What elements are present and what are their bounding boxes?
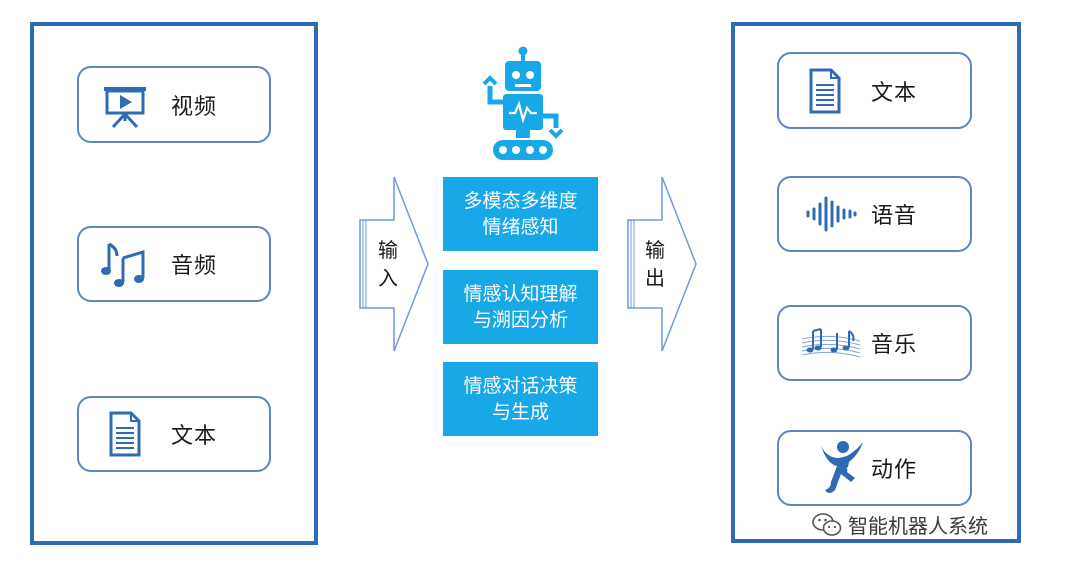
module-line: 多模态多维度: [463, 190, 578, 212]
input-item-text: 文本: [77, 396, 271, 472]
sound-wave-icon: [805, 189, 857, 239]
output-item-action: 动作: [777, 430, 972, 506]
module-box-perception: 多模态多维度 情绪感知: [443, 177, 598, 251]
video-presentation-icon: [101, 80, 149, 130]
output-item-label: 动作: [871, 458, 918, 483]
input-item-label: 文本: [171, 424, 218, 449]
output-item-text: 文本: [777, 52, 972, 129]
input-item-label: 视频: [171, 94, 218, 120]
input-item-label: 音频: [171, 254, 218, 279]
output-item-label: 文本: [871, 80, 918, 106]
output-arrow-label: 输出: [645, 238, 665, 290]
wechat-icon: [812, 512, 842, 536]
module-line: 情绪感知: [482, 216, 559, 238]
module-line: 与溯因分析: [472, 309, 568, 331]
input-item-video: 视频: [77, 66, 271, 143]
document-icon: [801, 66, 849, 116]
output-item-label: 音乐: [871, 333, 918, 358]
input-arrow-label: 输入: [378, 238, 398, 290]
module-box-cognition: 情感认知理解 与溯因分析: [443, 270, 598, 344]
music-note-icon: [101, 239, 149, 289]
module-box-dialogue: 情感对话决策 与生成: [443, 362, 598, 436]
input-arrow: [359, 176, 429, 352]
output-item-speech: 语音: [777, 176, 972, 252]
document-icon: [101, 409, 149, 459]
output-item-music: 音乐: [777, 305, 972, 381]
module-line: 情感对话决策: [463, 375, 578, 397]
watermark: 智能机器人系统: [812, 510, 988, 539]
module-line: 情感认知理解: [463, 283, 578, 305]
watermark-text: 智能机器人系统: [848, 514, 988, 538]
module-line: 与生成: [491, 401, 549, 423]
input-item-audio: 音频: [77, 226, 271, 302]
output-arrow: [627, 176, 697, 352]
music-score-icon: [801, 318, 861, 368]
output-item-label: 语音: [871, 204, 918, 229]
dancing-figure-icon: [817, 438, 865, 498]
robot-icon: [482, 46, 564, 160]
